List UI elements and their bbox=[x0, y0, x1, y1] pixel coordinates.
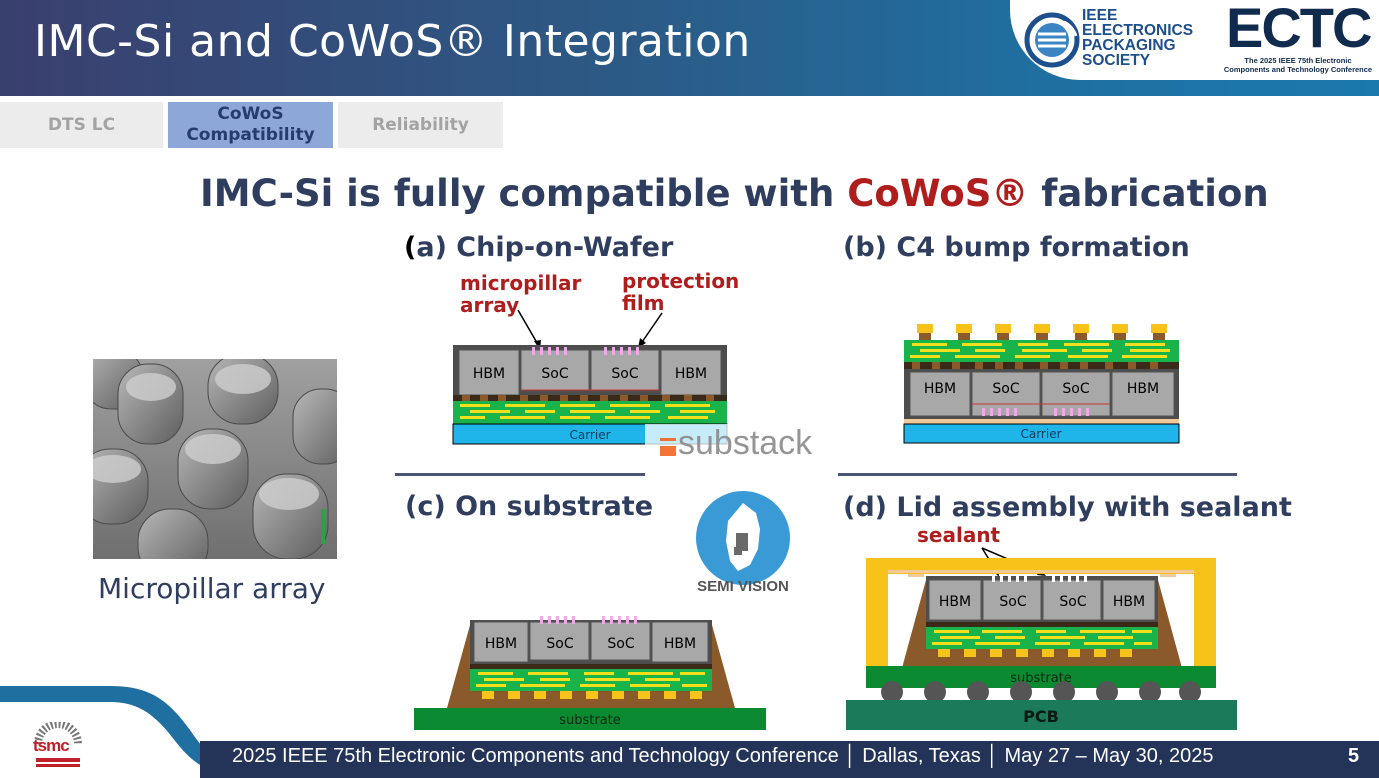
micropillar-image bbox=[93, 359, 337, 559]
panel-a-title-text: a) Chip-on-Wafer bbox=[416, 232, 674, 263]
tsmc-wordmark: tsmc bbox=[33, 736, 70, 755]
anno-protection-film: protection film bbox=[622, 269, 740, 315]
divider bbox=[395, 473, 645, 476]
ectc-tagline: The 2025 IEEE 75th Electronic Components… bbox=[1223, 56, 1373, 74]
ectc-logo: ECTC bbox=[1226, 0, 1372, 59]
tsmc-logo-icon bbox=[34, 722, 82, 767]
panel-a-diagram: Carrier HBM SoC SoC HBM bbox=[452, 309, 728, 445]
eps-line: ELECTRONICS bbox=[1082, 22, 1194, 39]
page-number: 5 bbox=[1348, 745, 1360, 767]
panel-b-block-label: HBM bbox=[1127, 381, 1159, 397]
panel-c-block-label: SoC bbox=[546, 636, 573, 652]
panel-d-diagram: substrate PCB HBM SoC SoC HBM bbox=[846, 547, 1237, 730]
headline-text: IMC-Si is fully compatible with bbox=[200, 172, 848, 215]
headline-text: fabrication bbox=[1028, 172, 1269, 215]
anno-sealant: sealant bbox=[917, 523, 1001, 547]
panel-b-block-label: HBM bbox=[924, 381, 956, 397]
logo-panel: IEEE ELECTRONICS PACKAGING SOCIETY ECTC … bbox=[1010, 0, 1379, 80]
panel-c-block-label: HBM bbox=[485, 636, 517, 652]
panel-b-block-label: SoC bbox=[992, 381, 1019, 397]
ieee-eps-wordmark: IEEE ELECTRONICS PACKAGING SOCIETY bbox=[1082, 7, 1194, 69]
semi-vision-label: SEMI VISION bbox=[697, 578, 789, 595]
watermark-backdrop bbox=[645, 424, 835, 476]
panel-a-block-label: SoC bbox=[611, 366, 638, 382]
tab-dts-lc[interactable]: DTS LC bbox=[0, 102, 163, 148]
tab-reliability[interactable]: Reliability bbox=[338, 102, 503, 148]
panel-b-carrier-label: Carrier bbox=[1020, 427, 1061, 441]
headline-highlight: CoWoS® bbox=[847, 172, 1029, 215]
footer-bar bbox=[200, 741, 1379, 778]
panel-c-substrate-label: substrate bbox=[559, 713, 621, 728]
panel-b-diagram: Carrier HBM SoC SoC HBM bbox=[903, 324, 1180, 444]
slide-title: IMC-Si and CoWoS® Integration bbox=[34, 16, 751, 67]
sem-micrograph bbox=[93, 359, 337, 559]
eps-line: PACKAGING bbox=[1082, 37, 1176, 54]
slide-headline: IMC-Si is fully compatible with CoWoS® f… bbox=[200, 172, 1269, 215]
panel-d-block-label: SoC bbox=[1059, 594, 1086, 610]
substack-icon bbox=[660, 438, 676, 456]
substack-text: substack bbox=[678, 424, 813, 462]
panel-c-title: (c) On substrate bbox=[405, 491, 654, 522]
eps-line: IEEE bbox=[1082, 7, 1118, 24]
panel-a-block-label: HBM bbox=[675, 366, 707, 382]
panel-a-title-paren: ( bbox=[404, 232, 417, 263]
divider bbox=[838, 473, 1237, 476]
panel-b-title: (b) C4 bump formation bbox=[843, 232, 1190, 263]
substack-watermark: substack bbox=[660, 424, 812, 463]
panel-c-diagram: substrate HBM SoC SoC HBM bbox=[414, 616, 766, 730]
panel-b-block-label: SoC bbox=[1062, 381, 1089, 397]
panel-a-carrier-label: Carrier bbox=[569, 428, 610, 442]
footer-conference-text: 2025 IEEE 75th Electronic Components and… bbox=[232, 745, 1214, 767]
panel-a-block-label: SoC bbox=[541, 366, 568, 382]
panel-d-block-label: HBM bbox=[1113, 594, 1145, 610]
panel-a-title: (a) Chip-on-Wafer bbox=[404, 232, 673, 263]
ieee-eps-logo-icon bbox=[1024, 12, 1080, 68]
panel-d-block-label: SoC bbox=[999, 594, 1026, 610]
tab-cowos-compatibility[interactable]: CoWoS Compatibility bbox=[168, 102, 333, 148]
eps-line: SOCIETY bbox=[1082, 52, 1151, 69]
sem-caption: Micropillar array bbox=[98, 572, 326, 605]
panel-c-block-label: HBM bbox=[664, 636, 696, 652]
panel-d-pcb-label: PCB bbox=[1023, 707, 1059, 726]
panel-d-title: (d) Lid assembly with sealant bbox=[843, 492, 1292, 523]
anno-micropillar-array: micropillar array bbox=[460, 271, 582, 317]
semi-vision-logo-icon bbox=[696, 491, 790, 585]
panel-a-block-label: HBM bbox=[473, 366, 505, 382]
panel-d-block-label: HBM bbox=[939, 594, 971, 610]
panel-c-block-label: SoC bbox=[607, 636, 634, 652]
